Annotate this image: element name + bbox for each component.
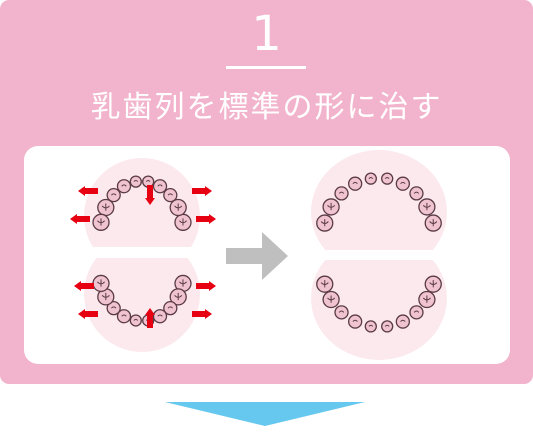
step-number: 1 xyxy=(251,6,282,62)
expansion-arrow-icon xyxy=(70,214,90,224)
molar-tooth xyxy=(322,198,340,216)
molar-tooth xyxy=(424,214,442,232)
molar-tooth xyxy=(418,290,436,309)
tooth xyxy=(116,309,132,324)
tooth xyxy=(152,179,168,194)
molar-tooth xyxy=(424,275,442,293)
tooth xyxy=(364,320,377,333)
tooth xyxy=(152,309,168,324)
expansion-arrow-icon xyxy=(192,309,212,319)
step-title: 乳歯列を標準の形に治す xyxy=(90,90,443,125)
tooth xyxy=(106,187,121,203)
tooth xyxy=(142,175,155,188)
tooth xyxy=(381,320,394,333)
expansion-arrow-icon xyxy=(74,281,94,291)
tooth xyxy=(348,176,363,191)
molar-tooth xyxy=(169,198,187,217)
molar-tooth xyxy=(174,213,192,231)
tooth xyxy=(129,175,142,188)
arch-background xyxy=(84,236,200,352)
expansion-arrow-icon xyxy=(78,309,98,319)
tooth xyxy=(409,186,424,201)
molar-tooth xyxy=(316,275,334,293)
tooth xyxy=(395,314,410,329)
step-number-underline xyxy=(226,66,306,69)
tooth xyxy=(116,179,132,194)
expansion-arrow-icon xyxy=(196,214,216,224)
tooth xyxy=(163,187,178,203)
tooth xyxy=(106,301,121,316)
molar-tooth xyxy=(92,213,110,231)
transition-arrow-icon xyxy=(226,232,288,280)
tooth xyxy=(364,172,377,185)
down-arrow-icon xyxy=(165,402,365,426)
step-card: 1 乳歯列を標準の形に治す xyxy=(0,0,533,384)
molar-tooth xyxy=(322,290,340,309)
tooth xyxy=(163,301,178,316)
before-dental-arch xyxy=(70,158,216,352)
tooth xyxy=(348,314,363,329)
tooth xyxy=(129,314,142,327)
molar-tooth xyxy=(97,198,115,217)
tooth xyxy=(334,186,349,201)
molar-tooth xyxy=(92,274,110,293)
arch-background xyxy=(311,236,447,360)
arch-background xyxy=(311,150,447,274)
molar-tooth xyxy=(316,214,334,232)
tooth xyxy=(409,305,424,320)
expansion-arrow-icon xyxy=(145,308,155,328)
tooth xyxy=(334,305,349,320)
expansion-arrow-icon xyxy=(145,185,155,205)
molar-tooth xyxy=(169,288,187,306)
after-dental-arch xyxy=(304,150,454,360)
tooth xyxy=(381,172,394,185)
expansion-arrow-icon xyxy=(78,186,98,196)
illustration-panel xyxy=(24,146,510,364)
expansion-arrow-icon xyxy=(192,186,212,196)
illustration-svg xyxy=(70,150,454,360)
expansion-arrow-icon xyxy=(196,281,216,291)
molar-tooth xyxy=(418,198,436,216)
tooth xyxy=(395,176,410,191)
